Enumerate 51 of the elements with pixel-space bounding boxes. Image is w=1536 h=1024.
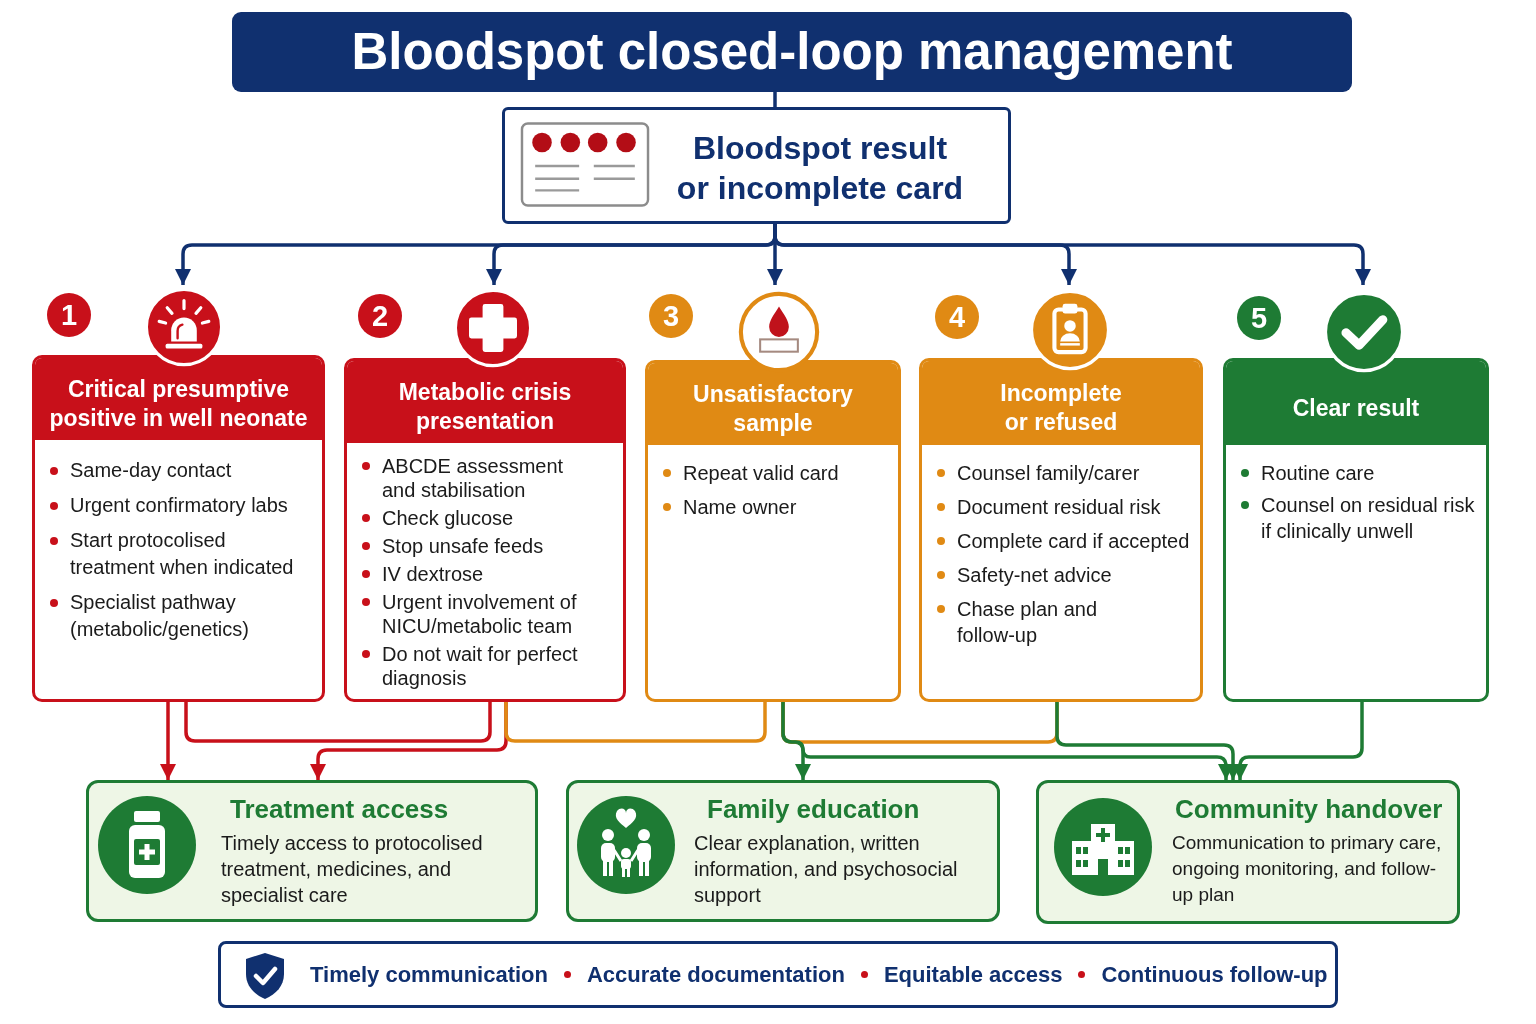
banner-label: Bloodspot closed-loop management (351, 22, 1233, 82)
action-item: Urgent involvement of NICU/metabolic team (362, 590, 587, 638)
connector-line (504, 702, 767, 743)
connector-line (184, 702, 492, 743)
principle-label: Accurate documentation (587, 960, 845, 989)
category-title: Clear result (1292, 393, 1420, 423)
action-item: Repeat valid card (663, 460, 839, 486)
category-title: Unsatisfactory sample (692, 380, 854, 438)
category-title: Critical presumptive positive in well neonate (48, 375, 309, 433)
outcome-description: Timely access to protocolised treatment, medicines, and specialist care (221, 831, 484, 908)
connector-arrow (160, 702, 176, 780)
principles-bar (218, 941, 1338, 1008)
node-label: Bloodspot result or incomplete card (675, 129, 965, 208)
action-item: Document residual risk (937, 494, 1161, 520)
title-banner (232, 12, 1352, 92)
action-item: Complete card if accepted (937, 528, 1190, 554)
step-number: 5 (1237, 296, 1281, 340)
outcome-description: Communication to primary care, ongoing monitoring, and follow-up plan (1172, 831, 1443, 907)
action-item: Name owner (663, 494, 797, 520)
outcome-card (86, 780, 538, 922)
action-item: Safety-net advice (937, 562, 1112, 588)
action-item: Same-day contact (50, 457, 232, 484)
action-item: Do not wait for perfect diagnosis (362, 642, 587, 690)
action-item: Counsel on residual risk if clinically unwell (1241, 492, 1479, 544)
connector-line (773, 92, 777, 107)
action-item: ABCDE assessment and stabilisation (362, 454, 587, 502)
input-card (502, 107, 1011, 224)
step-number: 2 (358, 294, 402, 338)
category-title: Incomplete or refused (999, 379, 1123, 437)
action-item: Check glucose (362, 506, 514, 530)
action-item: Stop unsafe feeds (362, 534, 544, 558)
step-number: 3 (649, 294, 693, 338)
principle-label: Equitable access (883, 960, 1063, 989)
outcome-card (566, 780, 1000, 922)
action-item: Routine care (1241, 460, 1375, 486)
action-item: Specialist pathway (metabolic/genetics) (50, 589, 308, 643)
action-item: Urgent confirmatory labs (50, 492, 288, 519)
category-title: Metabolic crisis presentation (397, 378, 573, 436)
outcome-title: Family education (707, 794, 920, 824)
step-number: 1 (47, 293, 91, 337)
principle-label: Timely communication (310, 960, 548, 989)
step-number: 4 (935, 295, 979, 339)
action-item: Chase plan and follow-up (937, 596, 1137, 648)
outcome-card (1036, 780, 1460, 924)
action-item: IV dextrose (362, 562, 484, 586)
action-item: Start protocolised treatment when indicated (50, 527, 308, 581)
outcome-title: Treatment access (230, 794, 449, 824)
outcome-title: Community handover (1175, 794, 1443, 824)
principle-label: Continuous follow-up (1101, 960, 1328, 989)
outcome-description: Clear explanation, written information, and psychosocial support (694, 831, 959, 908)
action-item: Counsel family/carer (937, 460, 1140, 486)
